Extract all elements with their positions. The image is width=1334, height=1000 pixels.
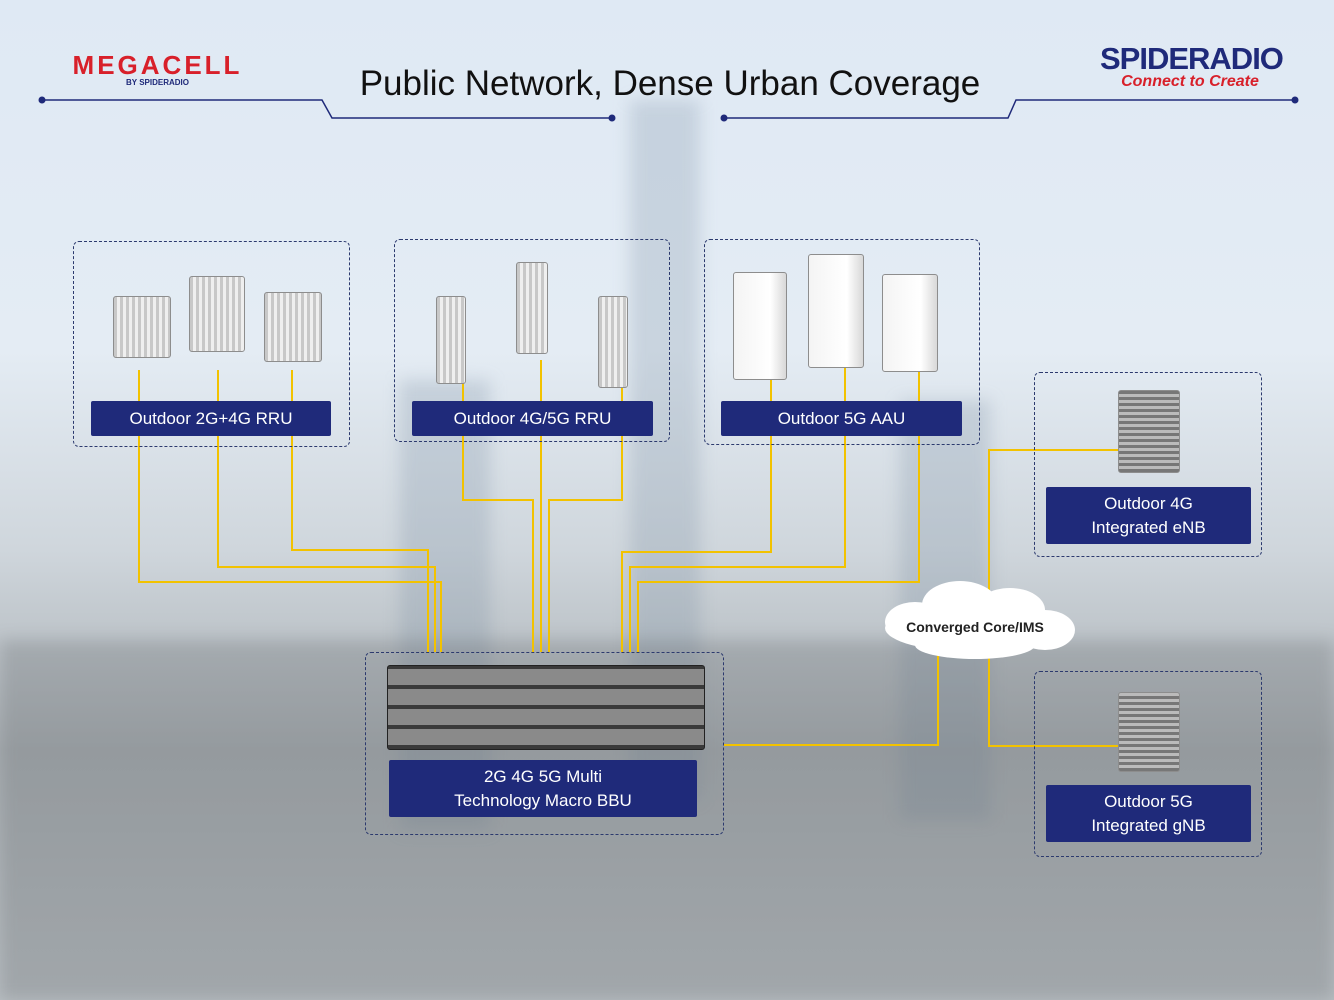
group-bbu: [365, 652, 724, 835]
group-5g-gnb: [1034, 671, 1262, 857]
gnb-device: [1118, 692, 1180, 772]
rru-device: [598, 296, 628, 388]
group-2g4g-rru: [73, 241, 350, 447]
bbu-device: [387, 665, 705, 750]
converged-core-cloud: Converged Core/IMS: [906, 619, 1044, 635]
rru-device: [113, 296, 171, 358]
cloud-shape: [885, 581, 1075, 659]
label-5g-aau: Outdoor 5G AAU: [721, 401, 962, 436]
spideradio-tagline: Connect to Create: [1121, 73, 1259, 90]
group-5g-aau: [704, 239, 980, 445]
rru-device: [516, 262, 548, 354]
rru-device: [264, 292, 322, 362]
label-4g5g-rru: Outdoor 4G/5G RRU: [412, 401, 653, 436]
spideradio-logo-text: SPIDERADIO: [1100, 41, 1284, 76]
aau-device: [882, 274, 938, 372]
megacell-logo-sub: BY SPIDERADIO: [126, 78, 189, 87]
label-5g-gnb: Outdoor 5G Integrated gNB: [1046, 785, 1251, 842]
aau-device: [808, 254, 864, 368]
enb-device: [1118, 390, 1180, 473]
group-4g5g-rru: [394, 239, 670, 442]
header-rule: [42, 99, 1295, 119]
group-4g-enb: [1034, 372, 1262, 557]
label-4g-enb: Outdoor 4G Integrated eNB: [1046, 487, 1251, 544]
aau-device: [733, 272, 787, 380]
spideradio-logo: SPIDERADIO Connect to Create: [1100, 41, 1284, 90]
megacell-logo: MEGACELL BY SPIDERADIO: [60, 52, 255, 87]
rru-device: [436, 296, 466, 384]
label-bbu: 2G 4G 5G Multi Technology Macro BBU: [389, 760, 697, 817]
megacell-logo-text: MEGACELL: [72, 50, 243, 80]
fiber-links: [138, 360, 1118, 747]
rru-device: [189, 276, 245, 352]
label-2g4g-rru: Outdoor 2G+4G RRU: [91, 401, 331, 436]
page-title: Public Network, Dense Urban Coverage: [359, 64, 981, 103]
